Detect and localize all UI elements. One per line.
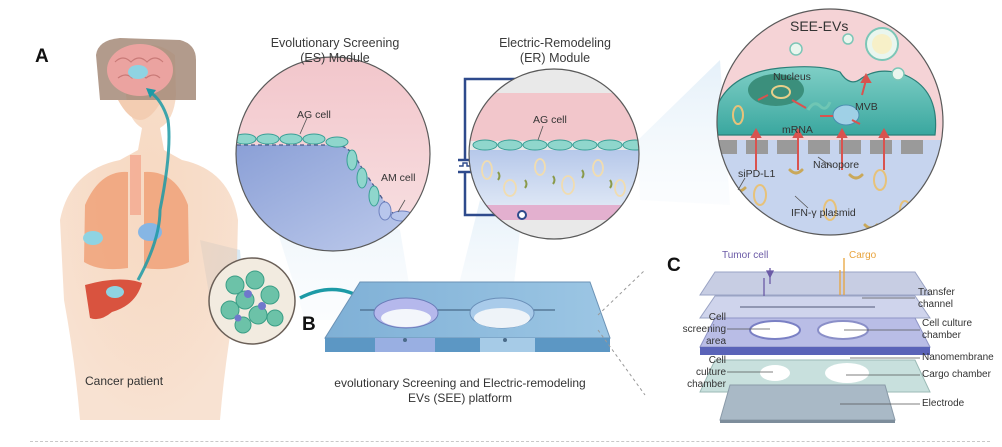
- label-nucleus: Nucleus: [773, 71, 811, 83]
- label-cell-screening-area: Cell screening area: [670, 312, 726, 348]
- es-module-circle: [235, 56, 431, 252]
- label-transfer-channel: Transfer channel: [918, 287, 955, 311]
- er-title-line2: (ER) Module: [519, 51, 591, 65]
- label-cargo-input: Cargo: [849, 250, 877, 261]
- tumor-zoom-circle: [208, 257, 296, 345]
- cell-culture-left-line2: culture: [695, 367, 726, 378]
- label-ag-cell-er: AG cell: [533, 114, 567, 126]
- electrode-terminal: [517, 210, 527, 220]
- transfer-channel-line2: channel: [918, 299, 954, 310]
- er-module-title: Electric-Remodeling (ER) Module: [490, 36, 620, 66]
- lung-tumor-left: [83, 231, 103, 245]
- metastasis-arrow: [136, 90, 171, 281]
- layer-electrode: [719, 384, 896, 421]
- caption-b-line2: EVs (SEE) platform: [407, 391, 513, 405]
- er-module-circle: [468, 68, 640, 240]
- dashed-separator: [30, 441, 990, 442]
- cell-culture-right-line1: Cell culture: [922, 318, 973, 329]
- label-cell-culture-chamber-left: Cell culture chamber: [670, 355, 726, 391]
- es-title-line2: (ES) Module: [300, 51, 370, 65]
- layer-top: [699, 271, 931, 296]
- cell-culture-left-line1: Cell: [708, 355, 726, 366]
- es-title-line1: Evolutionary Screening: [270, 36, 400, 50]
- beam-see: [638, 60, 730, 205]
- panel-letter-b: B: [302, 314, 316, 335]
- panel-letter-a: A: [35, 46, 49, 67]
- brain-tumor: [128, 65, 148, 79]
- panel-letter-c: C: [667, 255, 681, 276]
- caption-see-platform: evolutionary Screening and Electric-remo…: [315, 376, 605, 406]
- see-platform-chip: [324, 281, 611, 352]
- cell-screening-line3: area: [705, 336, 726, 347]
- exploded-layers: [699, 258, 931, 423]
- connector-line: [597, 269, 646, 316]
- label-cell-culture-chamber-right: Cell culture chamber: [922, 318, 972, 342]
- layer-cargo: [699, 359, 931, 393]
- mrna-strand: [806, 101, 832, 111]
- transfer-channel-line1: Transfer: [918, 287, 955, 298]
- liver-tumor: [106, 286, 124, 298]
- label-sipdl1: siPD-L1: [738, 168, 776, 180]
- label-tumor-cell-input: Tumor cell: [722, 250, 769, 261]
- human-figure: [60, 38, 238, 420]
- label-ag-cell-es: AG cell: [297, 109, 331, 121]
- cell-culture-right-line2: chamber: [922, 330, 961, 341]
- label-am-cell: AM cell: [381, 172, 416, 184]
- label-cargo-chamber: Cargo chamber: [922, 369, 991, 380]
- label-mvb: MVB: [855, 101, 878, 113]
- cell-screening-line1: Cell: [708, 312, 726, 323]
- label-mrna: mRNA: [782, 124, 813, 136]
- label-ifn-plasmid: IFN-γ plasmid: [791, 207, 856, 219]
- liver: [85, 279, 142, 320]
- caption-b-line1: evolutionary Screening and Electric-remo…: [334, 376, 586, 390]
- label-nanomembrane: Nanomembrane: [922, 352, 994, 363]
- es-module-title: Evolutionary Screening (ES) Module: [265, 36, 405, 66]
- label-electrode: Electrode: [922, 398, 965, 409]
- label-nanopore: Nanopore: [813, 159, 860, 171]
- caption-cancer-patient: Cancer patient: [85, 374, 164, 388]
- see-evs-circle: [716, 8, 944, 236]
- cell-culture-left-line3: chamber: [687, 379, 726, 390]
- er-title-line1: Electric-Remodeling: [499, 36, 611, 50]
- layer-screening: [699, 317, 931, 348]
- cell-screening-line2: screening: [682, 324, 726, 335]
- see-evs-title: SEE-EVs: [790, 18, 849, 34]
